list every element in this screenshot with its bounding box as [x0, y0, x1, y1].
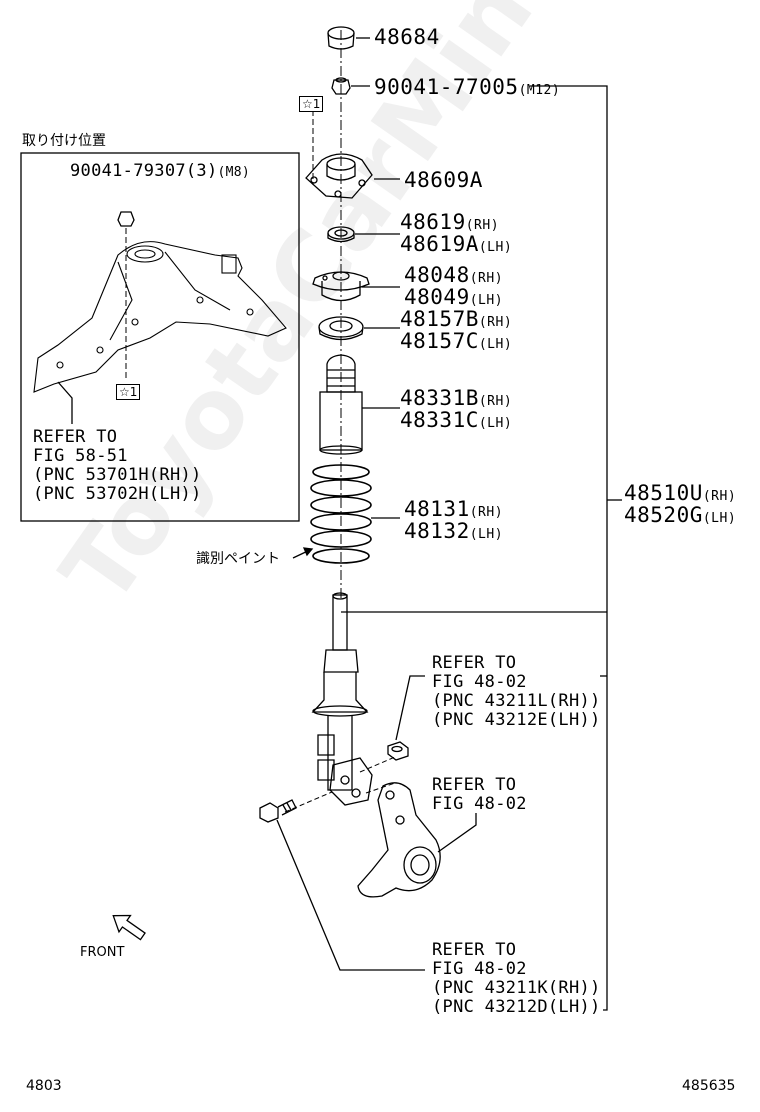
inset-bolt-drawing [117, 211, 135, 227]
part-label-cap: 48684 [374, 25, 440, 49]
inset-title: 取り付け位置 [22, 133, 106, 149]
nut-drawing [331, 77, 351, 95]
part-label-nut: 90041-77005(M12) [374, 75, 561, 99]
front-label: FRONT [80, 945, 125, 960]
footer-illustration-number: 485635 [682, 1078, 736, 1094]
refer-note-bolt: REFER TO FIG 48-02 (PNC 43211K(RH)) (PNC… [432, 940, 601, 1017]
inset-star-marker: ☆1 [116, 384, 141, 400]
strut-drawing [311, 592, 373, 806]
front-arrow-icon [112, 914, 146, 941]
insulator-drawing [318, 316, 364, 341]
knuckle-drawing [357, 782, 441, 898]
footer-figure-number: 4803 [26, 1078, 62, 1094]
star-marker: ☆1 [299, 96, 324, 112]
refer-note-stabilizer: REFER TO FIG 48-02 (PNC 43211L(RH)) (PNC… [432, 653, 601, 730]
part-label-coil-spring: 48131(RH) 48132(LH) [404, 497, 504, 543]
upper-support-drawing [305, 153, 373, 199]
inset-refer-note: REFER TO FIG 58-51 (PNC 53701H(RH)) (PNC… [33, 427, 202, 504]
cap-drawing [327, 26, 355, 50]
coil-spring-drawing [310, 464, 372, 564]
inset-frame [20, 152, 300, 522]
bumper-drawing [319, 354, 363, 455]
inset-body-panel-drawing [33, 241, 287, 393]
upper-seat-drawing [312, 271, 370, 302]
bolt-drawing [259, 799, 297, 823]
part-label-bumper: 48331B(RH) 48331C(LH) [400, 386, 513, 432]
part-label-upper-seat: 48048(RH) 48049(LH) [404, 263, 504, 309]
part-label-insulator: 48157B(RH) 48157C(LH) [400, 307, 513, 353]
paint-label: 識別ペイント [196, 551, 280, 567]
stabilizer-nut-drawing [387, 741, 409, 761]
bearing-drawing [327, 226, 355, 243]
part-label-support: 48609A [404, 168, 483, 192]
inset-bolt-part-number: 90041-79307(3)(M8) [70, 161, 251, 181]
part-label-bearing: 48619(RH) 48619A(LH) [400, 210, 513, 256]
part-label-assembly: 48510U(RH) 48520G(LH) [624, 481, 737, 527]
refer-note-knuckle: REFER TO FIG 48-02 [432, 775, 527, 814]
